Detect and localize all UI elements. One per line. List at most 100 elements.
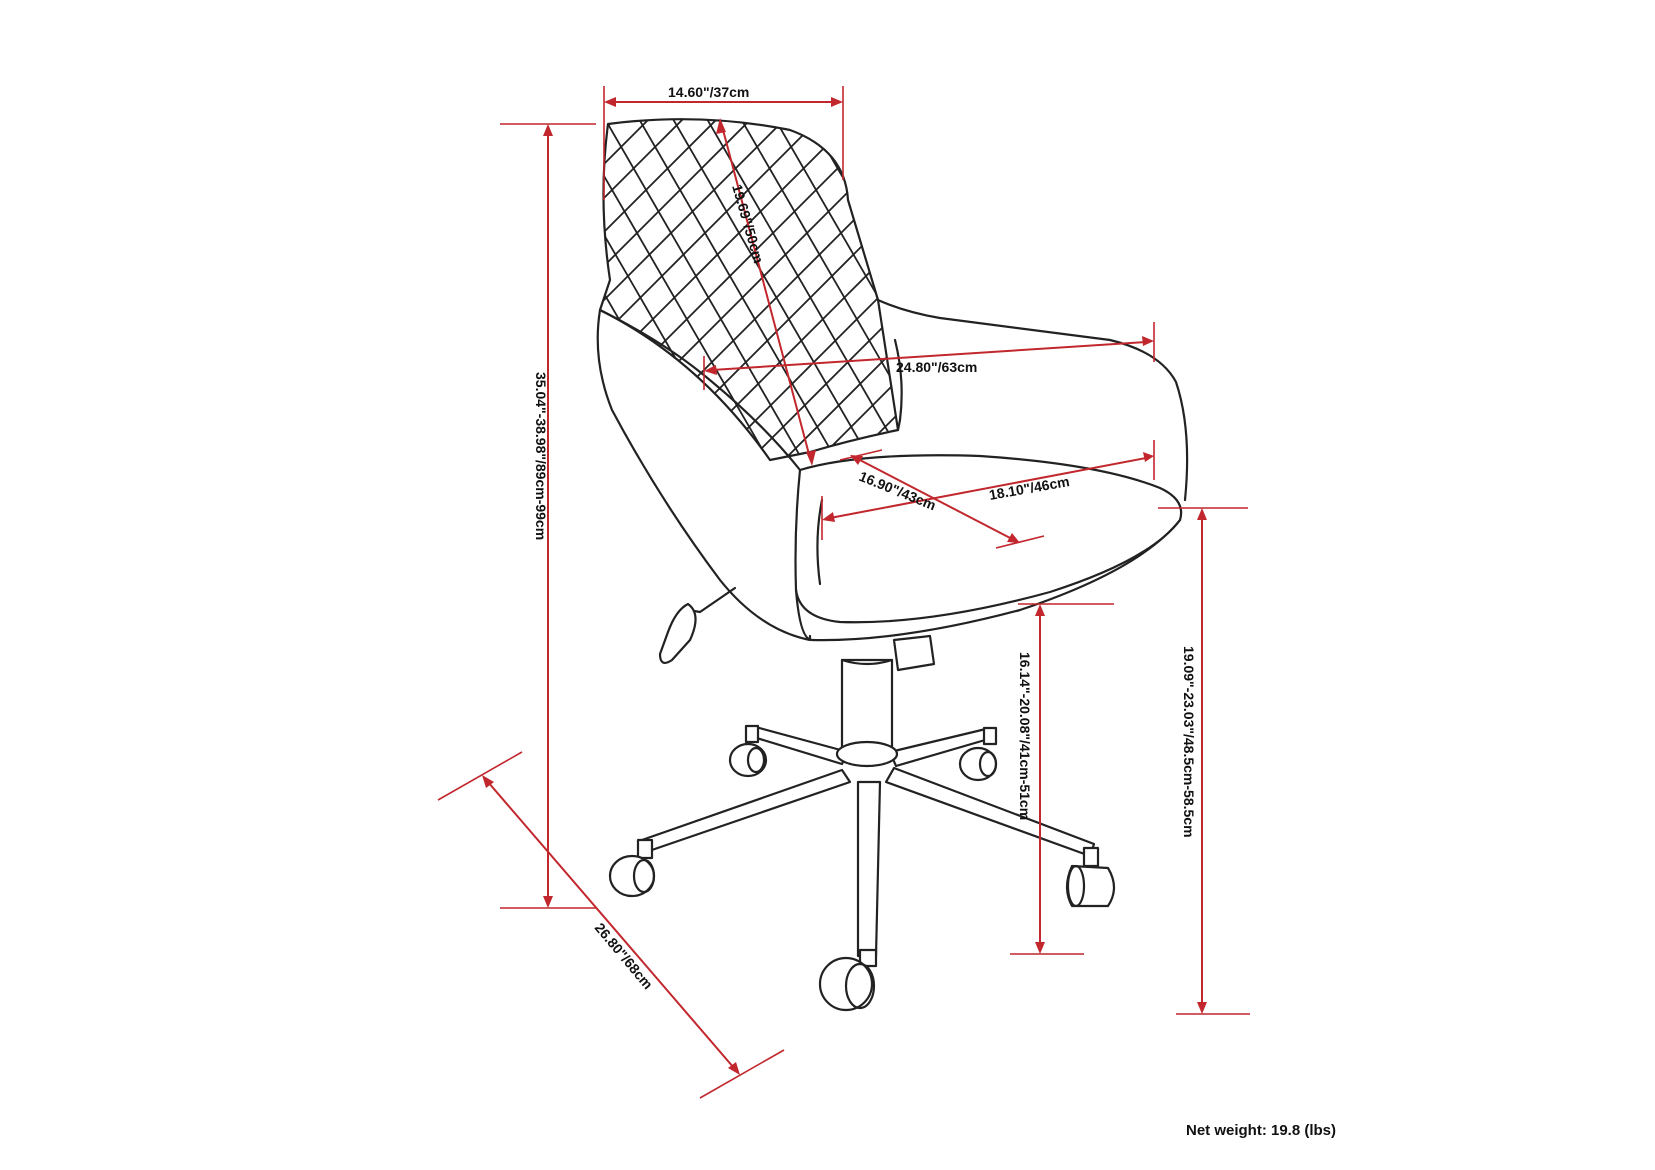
shell-outline bbox=[596, 308, 812, 642]
quilt-line bbox=[1376, 100, 1655, 480]
quilt-line bbox=[627, 119, 849, 460]
quilt-line bbox=[1070, 100, 1450, 480]
caster-front-right bbox=[1065, 846, 1116, 908]
cylinder-top bbox=[840, 658, 894, 666]
quilt-line bbox=[1138, 100, 1358, 480]
lever-handle bbox=[658, 602, 697, 664]
base-diameter-label: 26.80"/68cm bbox=[592, 920, 657, 993]
quilt-line bbox=[288, 100, 508, 480]
quilt-line bbox=[0, 100, 260, 480]
quilt-line bbox=[1104, 100, 1324, 480]
quilt-line bbox=[1172, 100, 1552, 480]
quilt-line bbox=[900, 100, 1280, 480]
quilt-line bbox=[84, 100, 304, 480]
seat-side-seam bbox=[816, 498, 824, 586]
quilt-line bbox=[600, 119, 771, 460]
quilt-line bbox=[254, 100, 474, 480]
quilt-line bbox=[1546, 100, 1655, 480]
quilt-line bbox=[186, 100, 406, 480]
quilt-line bbox=[1172, 100, 1392, 480]
dimension-lines: 14.60"/37cm 35.04"-38.98"/89cm-99cm 19.6… bbox=[437, 84, 1250, 1099]
quilt-line bbox=[220, 100, 440, 480]
quilt-line bbox=[1240, 100, 1620, 480]
caster-front-left bbox=[608, 838, 656, 898]
quilt-line bbox=[1036, 100, 1416, 480]
quilt-line bbox=[600, 119, 781, 460]
base-leg-front-left bbox=[640, 768, 852, 854]
quilt-line bbox=[1274, 100, 1654, 480]
base-diameter-dimension: 26.80"/68cm bbox=[437, 751, 785, 1099]
seat-height-label: 19.09"-23.03"/48.5cm-58.5cm bbox=[1181, 646, 1197, 838]
seat-cushion bbox=[794, 454, 1183, 624]
quilt-line bbox=[729, 119, 898, 460]
quilt-line bbox=[1478, 100, 1655, 480]
overall-width-dimension: 24.80"/63cm bbox=[703, 322, 1155, 390]
quilt-line bbox=[1308, 100, 1528, 480]
quilt-line bbox=[152, 100, 372, 480]
quilt-line bbox=[1206, 100, 1426, 480]
quilt-line bbox=[865, 119, 898, 460]
quilt-line bbox=[1002, 100, 1222, 480]
quilt-line bbox=[16, 100, 396, 480]
quilt-line bbox=[322, 100, 542, 480]
quilt-line bbox=[1274, 100, 1494, 480]
quilt-line bbox=[0, 100, 202, 480]
quilt-line bbox=[50, 100, 430, 480]
height-lever bbox=[686, 586, 737, 614]
quilt-line bbox=[1342, 100, 1562, 480]
quilt-line bbox=[797, 119, 898, 460]
net-weight-label: Net weight: 19.8 (lbs) bbox=[1186, 1122, 1337, 1139]
caster-back-right bbox=[958, 726, 998, 782]
gas-cylinder bbox=[840, 658, 894, 750]
quilt-line bbox=[600, 119, 611, 460]
quilt-line bbox=[1444, 100, 1655, 480]
quilt-line bbox=[0, 100, 362, 480]
seat-front-edge bbox=[794, 518, 1182, 642]
quilt-line bbox=[118, 100, 338, 480]
quilt-line bbox=[1546, 100, 1655, 480]
quilt-line bbox=[1648, 100, 1655, 480]
tilt-knob bbox=[892, 634, 936, 672]
quilt-line bbox=[1070, 100, 1290, 480]
quilt-line bbox=[831, 119, 898, 460]
quilt-line bbox=[0, 100, 294, 480]
quilt-line bbox=[1376, 100, 1596, 480]
quilt-line bbox=[1512, 100, 1655, 480]
quilt-line bbox=[1648, 100, 1655, 480]
backrest-width-dimension: 14.60"/37cm bbox=[603, 84, 844, 200]
quilt-line bbox=[16, 100, 236, 480]
quilt-line bbox=[661, 119, 883, 460]
quilt-line bbox=[763, 119, 898, 460]
quilt-line bbox=[1580, 100, 1655, 480]
base-hub bbox=[835, 740, 899, 768]
quilt-line bbox=[600, 119, 839, 460]
quilt-line bbox=[797, 119, 898, 460]
quilt-line bbox=[152, 100, 532, 480]
quilt-line bbox=[0, 100, 134, 480]
quilt-line bbox=[600, 119, 737, 460]
quilt-line bbox=[1206, 100, 1586, 480]
quilt-line bbox=[1444, 100, 1655, 480]
quilt-line bbox=[50, 100, 270, 480]
quilt-line bbox=[600, 119, 635, 460]
overall-height-dimension: 35.04"-38.98"/89cm-99cm bbox=[500, 123, 596, 909]
quilt-line bbox=[1614, 100, 1655, 480]
arm-height-dimension: 16.14"-20.08"/41cm-51cm bbox=[1010, 603, 1114, 955]
caster-front bbox=[818, 948, 878, 1012]
quilt-line bbox=[1512, 100, 1655, 480]
quilt-line bbox=[0, 100, 328, 480]
quilt-line bbox=[968, 100, 1348, 480]
quilt-line bbox=[600, 119, 815, 460]
quilt-line bbox=[1138, 100, 1518, 480]
quilt-line bbox=[1614, 100, 1655, 480]
quilt-line bbox=[1002, 100, 1382, 480]
quilt-line bbox=[186, 100, 566, 480]
right-arm-inner bbox=[893, 338, 903, 432]
quilt-line bbox=[0, 100, 100, 480]
quilt-line bbox=[0, 100, 168, 480]
quilt-line bbox=[1240, 100, 1460, 480]
quilt-line bbox=[900, 100, 1120, 480]
quilt-line bbox=[1478, 100, 1655, 480]
quilt-line bbox=[1410, 100, 1630, 480]
quilt-line bbox=[600, 119, 805, 460]
